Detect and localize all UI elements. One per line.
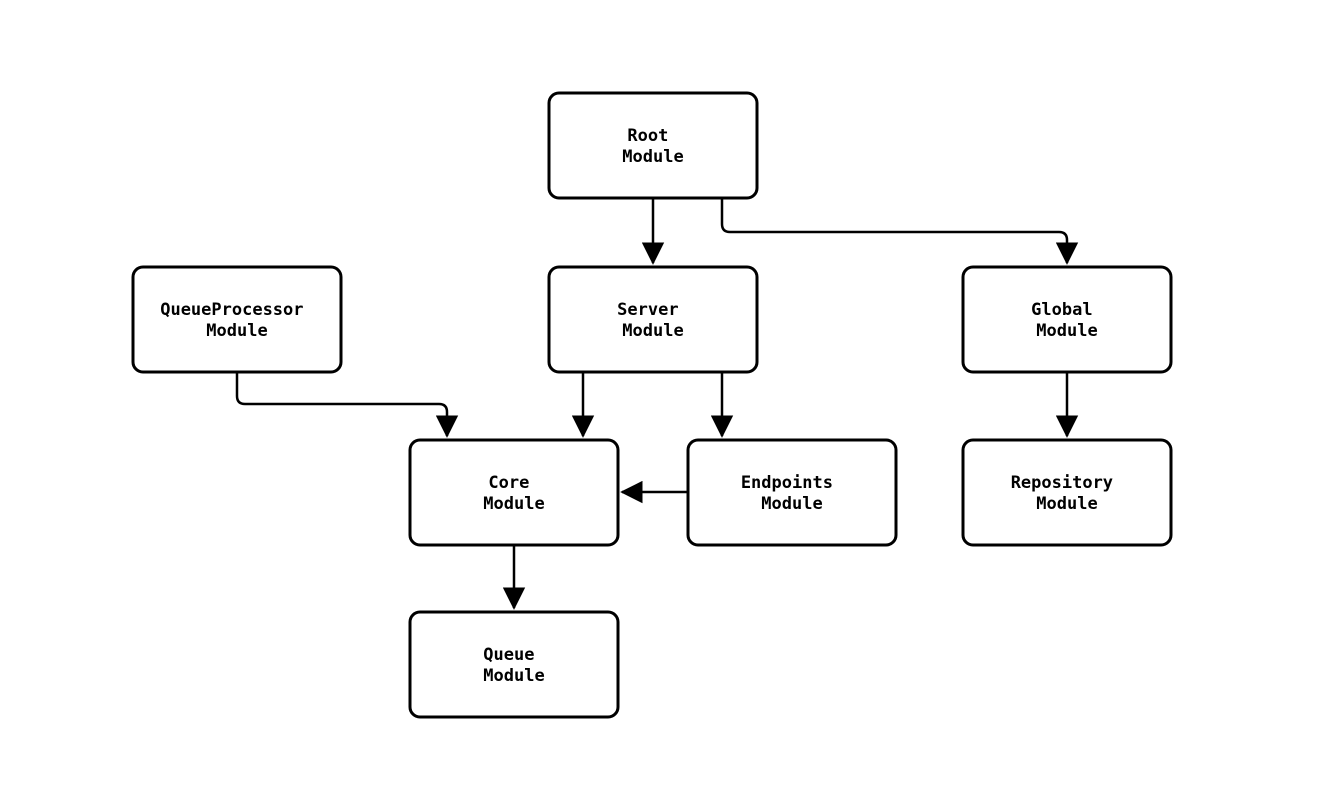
edges-layer <box>235 198 1079 610</box>
node-root-module: Root Module <box>547 91 759 200</box>
node-queueprocessor-module-label: QueueProcessor Module <box>160 300 314 341</box>
node-repository-module: Repository Module <box>961 438 1173 547</box>
node-queue-module: Queue Module <box>408 610 620 719</box>
node-core-module: Core Module <box>408 438 620 547</box>
node-server-module: Server Module <box>547 265 759 374</box>
node-core-module-label: Core Module <box>483 473 544 514</box>
node-server-module-label: Server Module <box>617 300 689 341</box>
node-endpoints-module-box <box>686 438 898 547</box>
edge-root-to-global-arrow <box>720 198 1079 265</box>
node-queueprocessor-module-box <box>131 265 343 374</box>
node-endpoints-module-label: Endpoints Module <box>741 473 843 514</box>
node-global-module: Global Module <box>961 265 1173 374</box>
node-queueprocessor-module: QueueProcessor Module <box>131 265 343 374</box>
node-global-module-label: Global Module <box>1031 300 1103 341</box>
node-repository-module-box <box>961 438 1173 547</box>
node-root-module-label: Root Module <box>622 126 683 167</box>
node-repository-module-label: Repository Module <box>1011 473 1124 514</box>
node-endpoints-module: Endpoints Module <box>686 438 898 547</box>
edge-queueprocessor-to-core-arrow <box>235 373 459 438</box>
node-queue-module-box <box>408 610 620 719</box>
node-core-module-box <box>408 438 620 547</box>
node-queue-module-label: Queue Module <box>483 645 544 686</box>
nodes-layer: Root Module QueueProcessor Module Server… <box>131 91 1173 719</box>
node-global-module-box <box>961 265 1173 374</box>
node-server-module-box <box>547 265 759 374</box>
node-root-module-box <box>547 91 759 200</box>
